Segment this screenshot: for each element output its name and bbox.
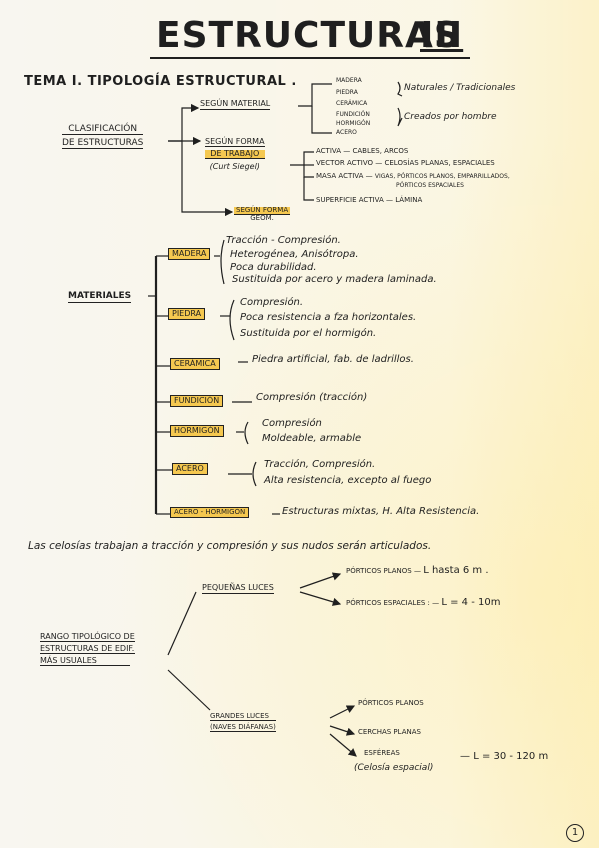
- grandes-luces-title: GRANDES LUCES: [210, 713, 276, 721]
- group-naturales: Naturales / Tradicionales: [404, 83, 516, 93]
- title-text: ESTRUCTURAS: [156, 15, 461, 56]
- pequenas-item-2-range: L = 4 - 10m: [441, 597, 501, 608]
- page-number-text: 1: [571, 827, 579, 838]
- page-number: 1: [566, 824, 584, 842]
- material-item-acero: ACERO: [336, 129, 357, 136]
- grandes-luces-label: GRANDES LUCES (NAVES DIÁFANAS): [210, 713, 276, 732]
- page-title: ESTRUCTURAS: [156, 18, 461, 54]
- clasificacion-line2: DE ESTRUCTURAS: [62, 138, 144, 149]
- fundicion-line-1: Compresión (tracción): [256, 392, 368, 403]
- forma-activa-name: ACTIVA: [316, 147, 342, 155]
- mat-piedra: PIEDRA: [168, 308, 206, 320]
- material-item-madera: MADERA: [336, 77, 362, 84]
- segun-forma-note: (Curt Siegel): [209, 162, 260, 171]
- forma-superficie: SUPERFICIE ACTIVA — LÁMINA: [316, 196, 423, 204]
- grandes-item-3-range-text: L = 30 - 120 m: [473, 751, 549, 762]
- forma-masa-name: MASA ACTIVA: [316, 172, 364, 180]
- pequenas-item-1-name: PÓRTICOS PLANOS: [346, 567, 412, 575]
- mat-hormigon: HORMIGÓN: [170, 425, 224, 437]
- pequenas-item-2-name: PÓRTICOS ESPACIALES: [346, 599, 426, 607]
- segun-forma-label: SEGÚN FORMA DE TRABAJO (Curt Siegel): [205, 138, 265, 171]
- mat-acero: ACERO: [172, 463, 208, 475]
- group-creados: Creados por hombre: [404, 112, 497, 122]
- material-item-hormigon: HORMIGÓN: [336, 120, 371, 127]
- pequenas-luces-label: PEQUEÑAS LUCES: [202, 583, 274, 594]
- hormigon-line-2: Moldeable, armable: [262, 433, 362, 444]
- segun-forma-line2: DE TRABAJO: [205, 150, 265, 159]
- forma-vector-desc: CELOSÍAS PLANAS, ESPACIALES: [384, 159, 495, 167]
- pequenas-item-1: PÓRTICOS PLANOS — L hasta 6 m .: [346, 565, 489, 576]
- rango-line3: MÁS USUALES: [40, 657, 130, 666]
- grandes-item-1: PÓRTICOS PLANOS: [358, 699, 424, 707]
- grandes-item-2: CERCHAS PLANAS: [358, 728, 421, 736]
- mat-madera: MADERA: [168, 248, 211, 260]
- madera-line-4: Sustituida por acero y madera laminada.: [232, 274, 437, 285]
- tema-heading: TEMA I. TIPOLOGÍA ESTRUCTURAL .: [24, 74, 297, 89]
- pequenas-item-1-range: L hasta 6 m .: [423, 565, 489, 576]
- forma-vector: VECTOR ACTIVO — CELOSÍAS PLANAS, ESPACIA…: [316, 159, 495, 167]
- madera-line-1: Tracción - Compresión.: [226, 235, 341, 246]
- piedra-line-1: Compresión.: [240, 297, 304, 308]
- hormigon-line-1: Compresión: [262, 418, 322, 429]
- mat-fundicion: FUNDICIÓN: [170, 395, 224, 407]
- rango-label: RANGO TIPOLÓGICO DE ESTRUCTURAS DE EDIF.…: [40, 633, 135, 666]
- segun-forma-line1: SEGÚN FORMA: [205, 137, 265, 147]
- piedra-line-3: Sustituida por el hormigón.: [240, 328, 377, 339]
- mat-ceramica: CERÁMICA: [170, 358, 220, 370]
- materiales-label: MATERIALES: [68, 291, 132, 303]
- madera-line-3: Poca durabilidad.: [230, 262, 317, 273]
- material-item-fundicion: FUNDICIÓN: [336, 111, 370, 118]
- grandes-luces-sub: (NAVES DIÁFANAS): [210, 723, 276, 732]
- acero-line-1: Tracción, Compresión.: [264, 459, 376, 470]
- title-roman: III: [420, 18, 463, 54]
- madera-line-2: Heterogénea, Anisótropa.: [230, 249, 359, 260]
- material-item-piedra: PIEDRA: [336, 89, 358, 96]
- acero-line-2: Alta resistencia, excepto al fuego: [264, 475, 432, 486]
- piedra-line-2: Poca resistencia a fza horizontales.: [240, 312, 417, 323]
- clasificacion-label: CLASIFICACIÓN DE ESTRUCTURAS: [62, 125, 144, 149]
- title-roman-text: III: [420, 15, 464, 56]
- segun-forma-geom: SEGÚN FORMA GEOM.: [234, 206, 291, 222]
- forma-geom-line2: GEOM.: [250, 214, 274, 222]
- forma-activa: ACTIVA — CABLES, ARCOS: [316, 147, 409, 155]
- ceramica-line-1: Piedra artificial, fab. de ladrillos.: [252, 354, 414, 365]
- forma-vector-name: VECTOR ACTIVO: [316, 159, 374, 167]
- rango-line2: ESTRUCTURAS DE EDIF.: [40, 644, 135, 654]
- grandes-item-3: ESFÉREAS: [364, 749, 400, 757]
- grandes-item-3-sub: (Celosía espacial): [354, 763, 434, 773]
- acero-hormigon-line-1: Estructuras mixtas, H. Alta Resistencia.: [282, 506, 480, 517]
- forma-masa: MASA ACTIVA — VIGAS, PÓRTICOS PLANOS, EM…: [316, 172, 510, 180]
- clasificacion-line1: CLASIFICACIÓN: [62, 125, 144, 135]
- forma-superficie-name: SUPERFICIE ACTIVA: [316, 196, 384, 204]
- grandes-item-3-range: — L = 30 - 120 m: [460, 751, 549, 762]
- pequenas-item-2: PÓRTICOS ESPACIALES : — L = 4 - 10m: [346, 597, 501, 608]
- material-item-ceramica: CERÁMICA: [336, 100, 368, 107]
- rango-line1: RANGO TIPOLÓGICO DE: [40, 632, 135, 642]
- segun-material-label: SEGÚN MATERIAL: [200, 99, 271, 110]
- celosias-note: Las celosías trabajan a tracción y compr…: [28, 540, 432, 552]
- forma-superficie-desc: LÁMINA: [395, 196, 423, 204]
- forma-geom-line1: SEGÚN FORMA: [234, 206, 291, 215]
- forma-activa-desc: CABLES, ARCOS: [352, 147, 409, 155]
- forma-masa-desc2: PÓRTICOS ESPACIALES: [396, 182, 464, 189]
- forma-masa-desc: VIGAS, PÓRTICOS PLANOS, EMPARRILLADOS,: [374, 173, 510, 180]
- mat-acero-hormigon: ACERO - HORMIGÓN: [170, 507, 250, 518]
